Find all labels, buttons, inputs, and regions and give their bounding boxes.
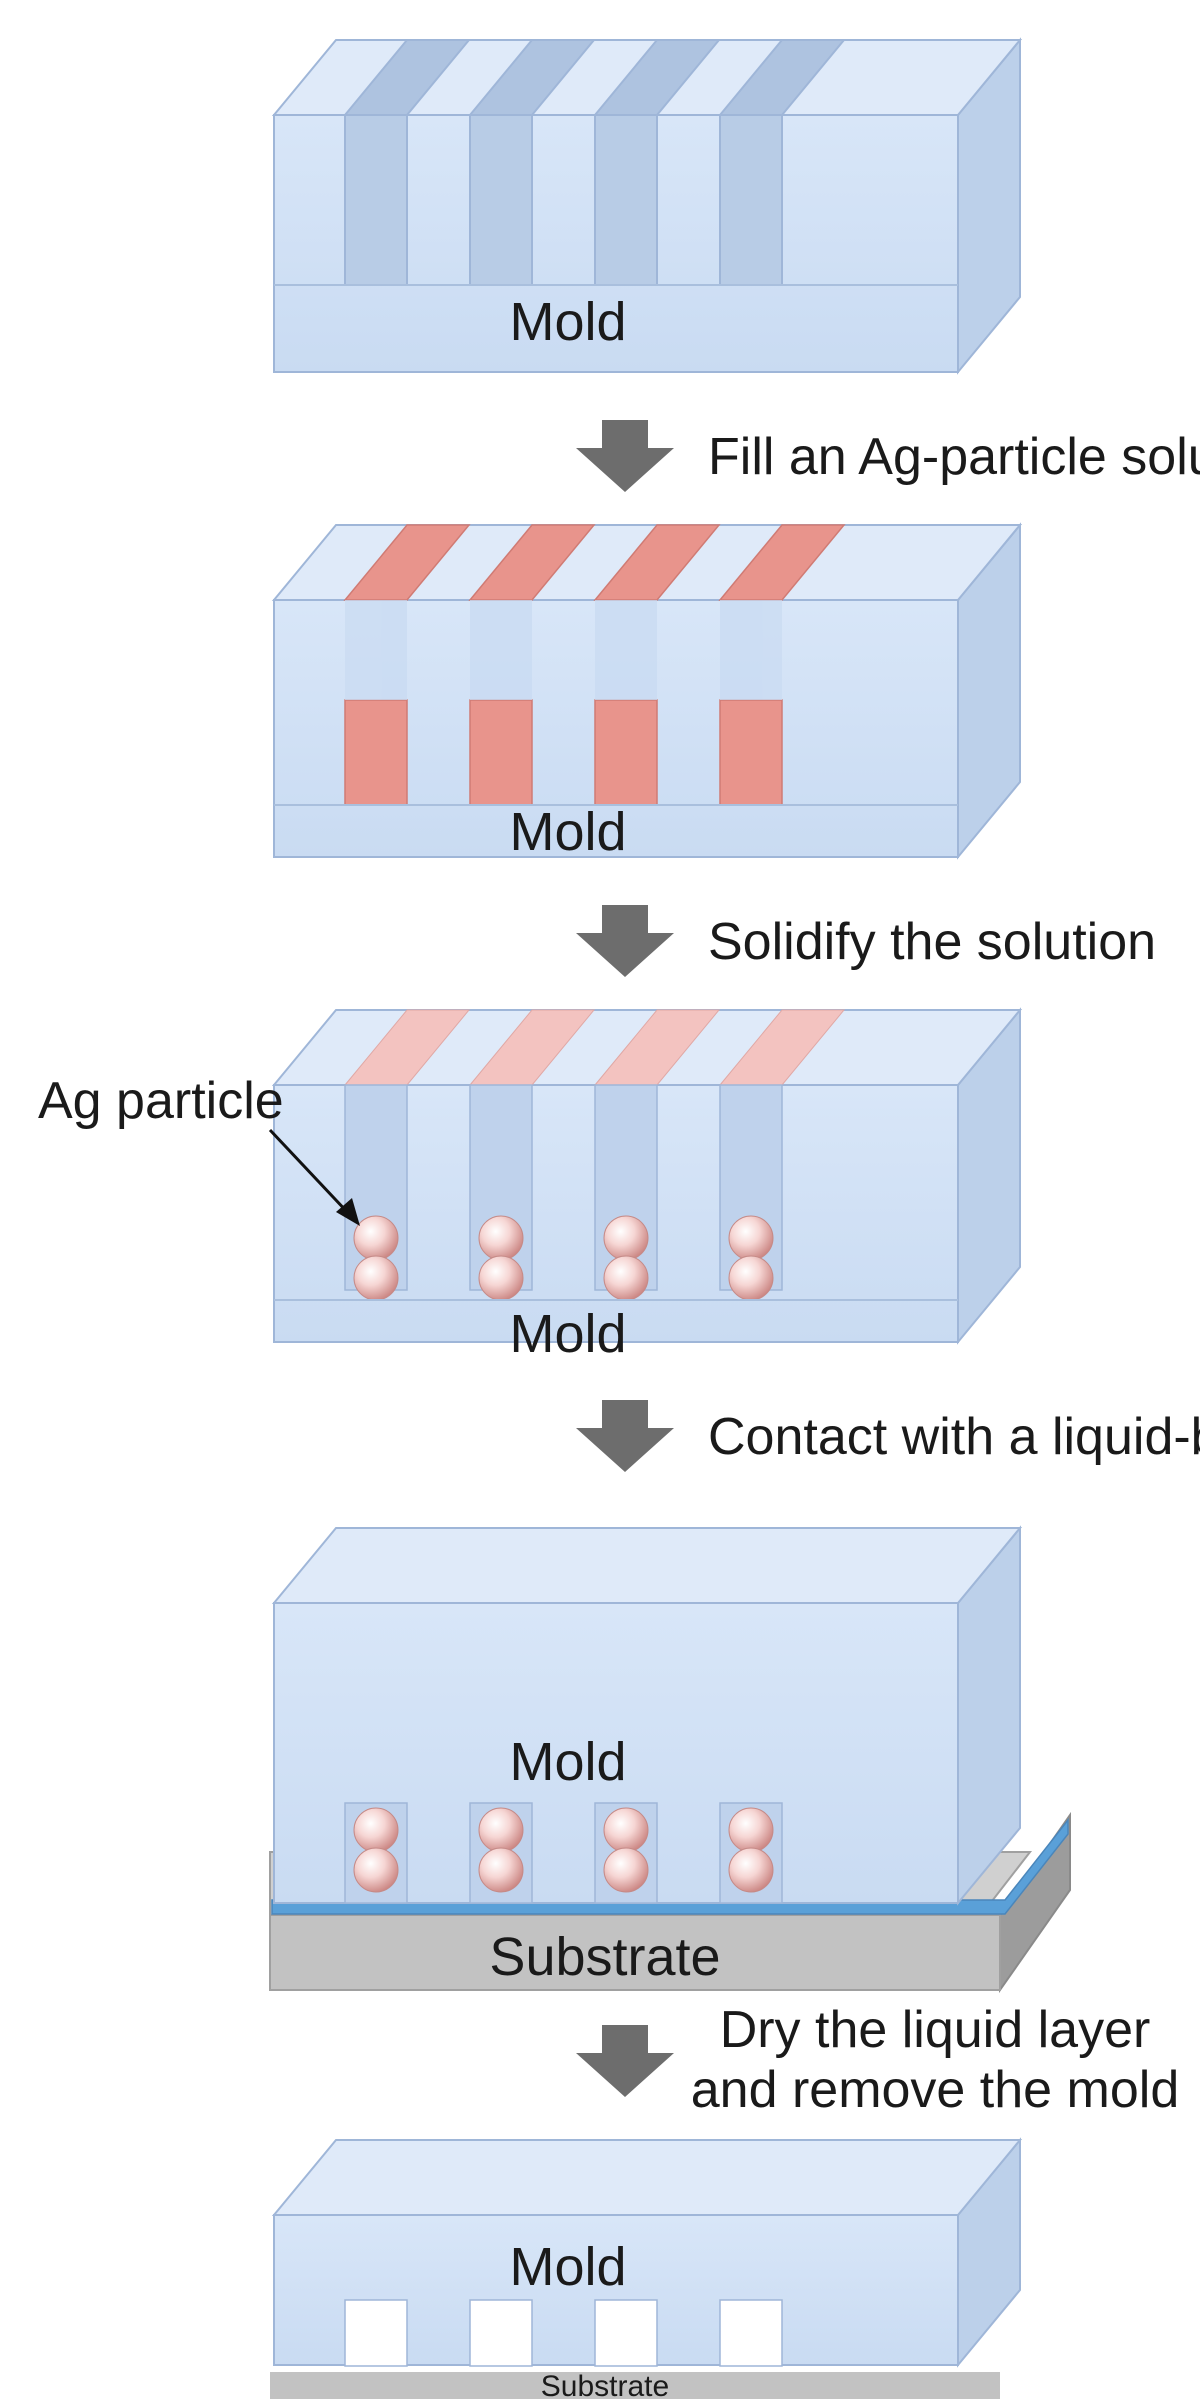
- step-2-text: Solidify the solution: [708, 913, 1156, 971]
- stage-5-mold: Mold: [271, 2137, 1023, 2368]
- stage-5-substrate-label: Substrate: [541, 2370, 669, 2399]
- stage-5-mold-label: Mold: [509, 2237, 626, 2297]
- step-4-text-line2: and remove the mold: [691, 2061, 1180, 2119]
- step-3-text: Contact with a liquid-bridge: [708, 1408, 1200, 1466]
- step-arrow-1: Fill an Ag-particle solution: [576, 420, 1200, 492]
- stage-4-mold-label: Mold: [509, 1732, 626, 1792]
- stage-3-mold: Mold: [271, 1007, 1023, 1364]
- step-arrow-3: Contact with a liquid-bridge: [576, 1400, 1200, 1472]
- stage-3-particles: [353, 1215, 774, 1301]
- stage-3-mold-label: Mold: [509, 1304, 626, 1364]
- ag-particle-label: Ag particle: [38, 1072, 284, 1130]
- stage-2-mold: Mold: [271, 522, 1023, 862]
- step-1-text: Fill an Ag-particle solution: [708, 428, 1200, 486]
- ag-particle-callout: Ag particle: [38, 1072, 360, 1226]
- step-arrow-4: Dry the liquid layer and remove the mold: [576, 2001, 1179, 2119]
- stage-4-substrate-label: Substrate: [489, 1927, 720, 1987]
- stage-4-assembly: Substrate Mold: [269, 1525, 1071, 1994]
- stage-1-mold: Mold: [271, 37, 1023, 375]
- liquid-layer: [271, 1817, 1069, 1915]
- stage-5-substrate: Substrate: [270, 2370, 1000, 2399]
- step-arrow-2: Solidify the solution: [576, 905, 1156, 977]
- stage-4-particles: [353, 1807, 774, 1893]
- stage-2-mold-label: Mold: [509, 802, 626, 862]
- stage-1-mold-label: Mold: [509, 292, 626, 352]
- step-4-text-line1: Dry the liquid layer: [720, 2001, 1151, 2059]
